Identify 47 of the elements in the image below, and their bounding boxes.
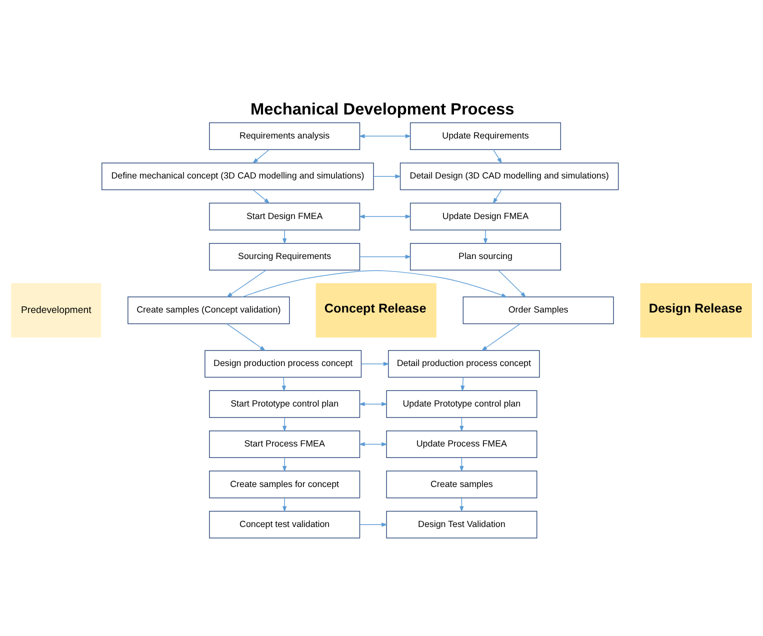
arrow: [358, 402, 388, 406]
node-box: Order Samples: [462, 296, 614, 324]
arrow: [252, 188, 270, 204]
node-box: Update Prototype control plan: [386, 390, 538, 418]
arrow: [373, 174, 402, 178]
diagram-title: Mechanical Development Process: [250, 100, 514, 118]
node-box: Detail production process concept: [388, 350, 540, 378]
arrow: [360, 522, 388, 526]
arrow: [242, 270, 508, 297]
arrow: [282, 416, 287, 432]
node-box: Start Prototype control plan: [209, 390, 360, 418]
node-box: Update Process FMEA: [386, 430, 538, 458]
arrow: [252, 148, 270, 164]
node-box: Requirements analysis: [209, 122, 360, 150]
node-box: Design Release: [640, 282, 752, 337]
node-box: Create samples: [386, 470, 538, 498]
node-box: Predevelopment: [11, 282, 102, 337]
node-box: Create samples (Concept validation): [128, 296, 290, 324]
node-box: Design Test Validation: [386, 510, 538, 538]
node-box: Start Process FMEA: [209, 430, 360, 458]
node-box: Start Design FMEA: [209, 202, 360, 230]
arrow: [492, 188, 502, 204]
arrow: [492, 148, 502, 164]
arrow: [481, 322, 520, 350]
arrow: [282, 496, 287, 512]
arrow: [361, 361, 390, 366]
node-box: Concept test validation: [209, 510, 360, 538]
arrow: [226, 269, 266, 297]
arrow: [226, 322, 266, 350]
node-box: Update Requirements: [410, 122, 562, 150]
node-box: Define mechanical concept (3D CAD modelling and simulations): [102, 162, 374, 190]
node-box: Plan sourcing: [410, 242, 562, 270]
arrow: [282, 229, 287, 244]
arrow: [358, 442, 388, 446]
arrow: [498, 269, 526, 298]
node-box: Update Design FMEA: [410, 202, 562, 230]
arrow: [282, 456, 287, 472]
node-box: Detail Design (3D CAD modelling and simulations): [400, 162, 619, 190]
node-box: Create samples for concept: [209, 470, 360, 498]
arrow: [360, 254, 412, 258]
arrow: [358, 214, 412, 218]
arrow: [460, 376, 465, 392]
arrow: [358, 134, 412, 138]
node-box: Sourcing Requirements: [209, 242, 360, 270]
node-box: Concept Release: [316, 282, 436, 337]
arrow: [483, 229, 488, 244]
node-box: Design production process concept: [204, 350, 362, 378]
